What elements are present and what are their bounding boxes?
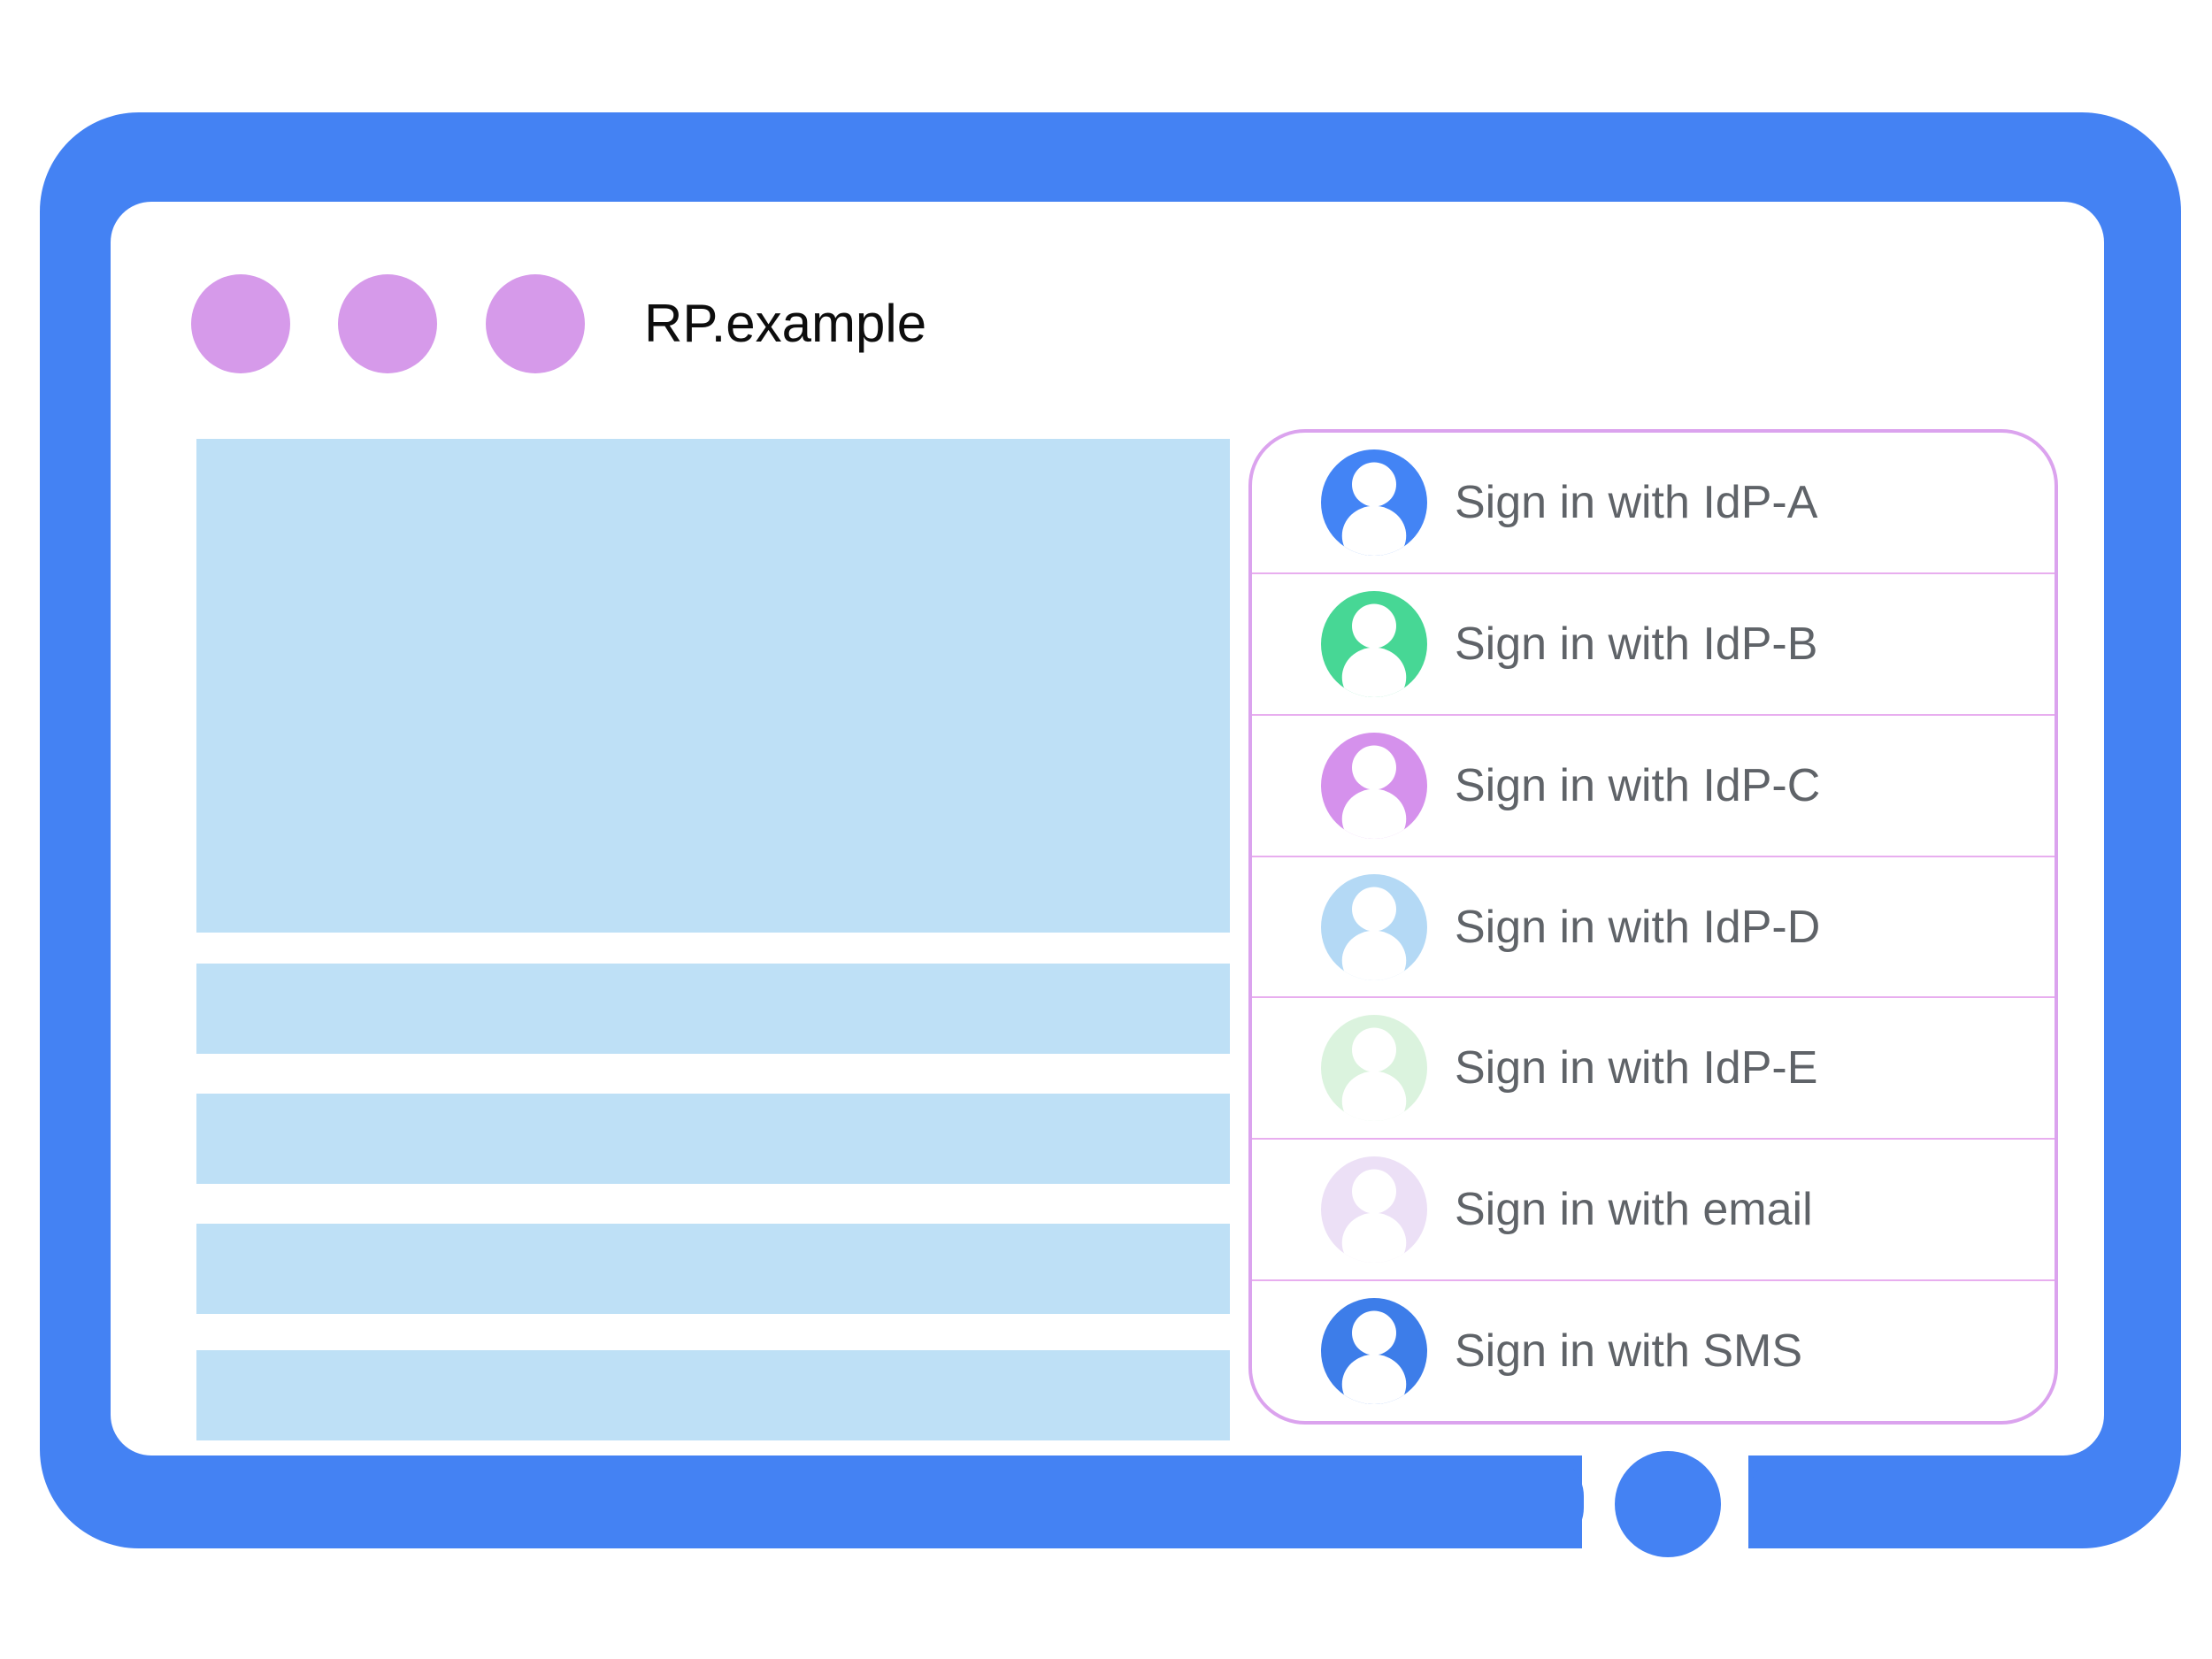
signin-option-idp-e[interactable]: Sign in with IdP-E [1252,996,2055,1138]
signin-option-idp-c[interactable]: Sign in with IdP-C [1252,713,2055,856]
user-avatar-icon [1321,873,1427,980]
user-avatar-icon [1321,449,1427,556]
window-control-dot[interactable] [191,274,290,373]
site-title: RP.example [644,294,927,353]
content-text-placeholder [196,1094,1230,1184]
signin-option-label: Sign in with IdP-B [1455,618,1818,670]
signin-option-idp-d[interactable]: Sign in with IdP-D [1252,855,2055,997]
content-text-placeholder [196,964,1230,1054]
signin-option-label: Sign in with SMS [1455,1325,1803,1378]
window-control-dot[interactable] [486,274,585,373]
signin-option-label: Sign in with email [1455,1184,1813,1236]
signin-option-label: Sign in with IdP-A [1455,476,1818,528]
user-avatar-icon [1321,590,1427,697]
user-avatar-icon [1321,1298,1427,1405]
signin-option-idp-b[interactable]: Sign in with IdP-B [1252,572,2055,714]
signin-panel: Sign in with IdP-A Sign in with IdP-B Si… [1248,429,2058,1425]
user-avatar-icon [1321,1015,1427,1122]
content-text-placeholder [196,1224,1230,1314]
signin-option-idp-a[interactable]: Sign in with IdP-A [1252,433,2055,572]
signin-option-sms[interactable]: Sign in with SMS [1252,1279,2055,1421]
signin-option-label: Sign in with IdP-D [1455,901,1821,953]
home-button[interactable] [1615,1451,1721,1557]
bottom-bar-left-cap [1502,1455,1584,1548]
content-hero-placeholder [196,439,1230,933]
user-avatar-icon [1321,1156,1427,1263]
window-control-dot[interactable] [338,274,437,373]
signin-option-label: Sign in with IdP-E [1455,1042,1818,1094]
signin-option-label: Sign in with IdP-C [1455,759,1821,811]
user-avatar-icon [1321,732,1427,839]
content-text-placeholder [196,1350,1230,1440]
signin-option-email[interactable]: Sign in with email [1252,1138,2055,1279]
bottom-bar-right-cap [1748,1455,1830,1548]
